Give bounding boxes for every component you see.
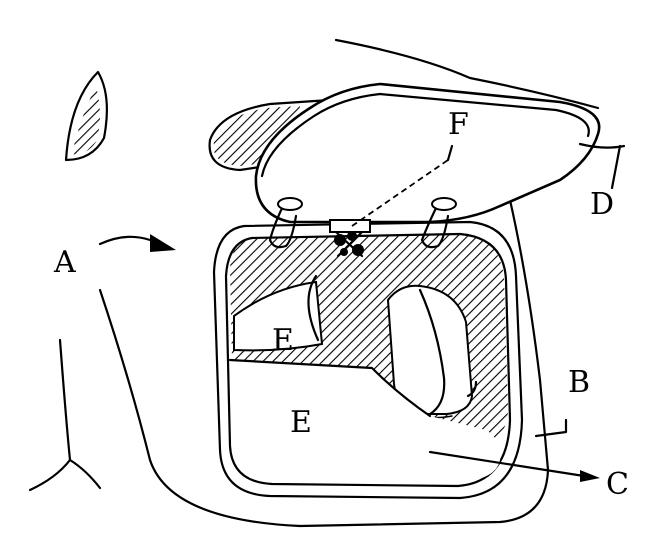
label-e-lower: E	[290, 405, 312, 440]
label-b: B	[568, 365, 590, 400]
label-f: F	[448, 107, 469, 142]
label-c: C	[606, 467, 629, 502]
label-e-upper: E	[272, 323, 294, 358]
label-a: A	[53, 245, 76, 280]
leaf-shape	[66, 72, 107, 160]
label-d: D	[590, 187, 614, 222]
open-lid	[256, 84, 599, 222]
